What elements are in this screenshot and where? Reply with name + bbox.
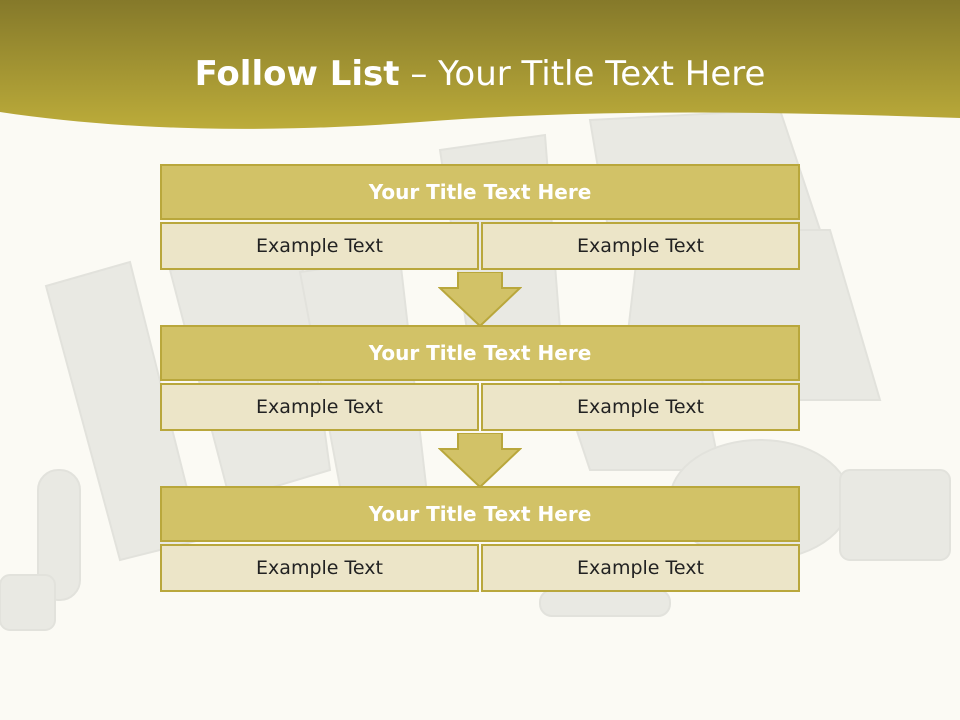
block-cell-right: Example Text [481,222,800,270]
block-title: Your Title Text Here [160,486,800,542]
block-title: Your Title Text Here [160,325,800,381]
block-row: Example Text Example Text [160,544,800,592]
down-arrow-icon [438,433,522,489]
title-rest: – Your Title Text Here [410,54,766,94]
title-bold: Follow List [194,54,400,94]
block-cell-right: Example Text [481,383,800,431]
down-arrow-icon [438,272,522,328]
slide-title: Follow List – Your Title Text Here [0,54,960,94]
block-row: Example Text Example Text [160,383,800,431]
block-cell-left: Example Text [160,544,479,592]
block-cell-left: Example Text [160,383,479,431]
list-block-1: Your Title Text Here Example Text Exampl… [160,164,800,270]
block-row: Example Text Example Text [160,222,800,270]
block-title: Your Title Text Here [160,164,800,220]
block-cell-right: Example Text [481,544,800,592]
block-cell-left: Example Text [160,222,479,270]
list-block-2: Your Title Text Here Example Text Exampl… [160,325,800,431]
list-block-3: Your Title Text Here Example Text Exampl… [160,486,800,592]
